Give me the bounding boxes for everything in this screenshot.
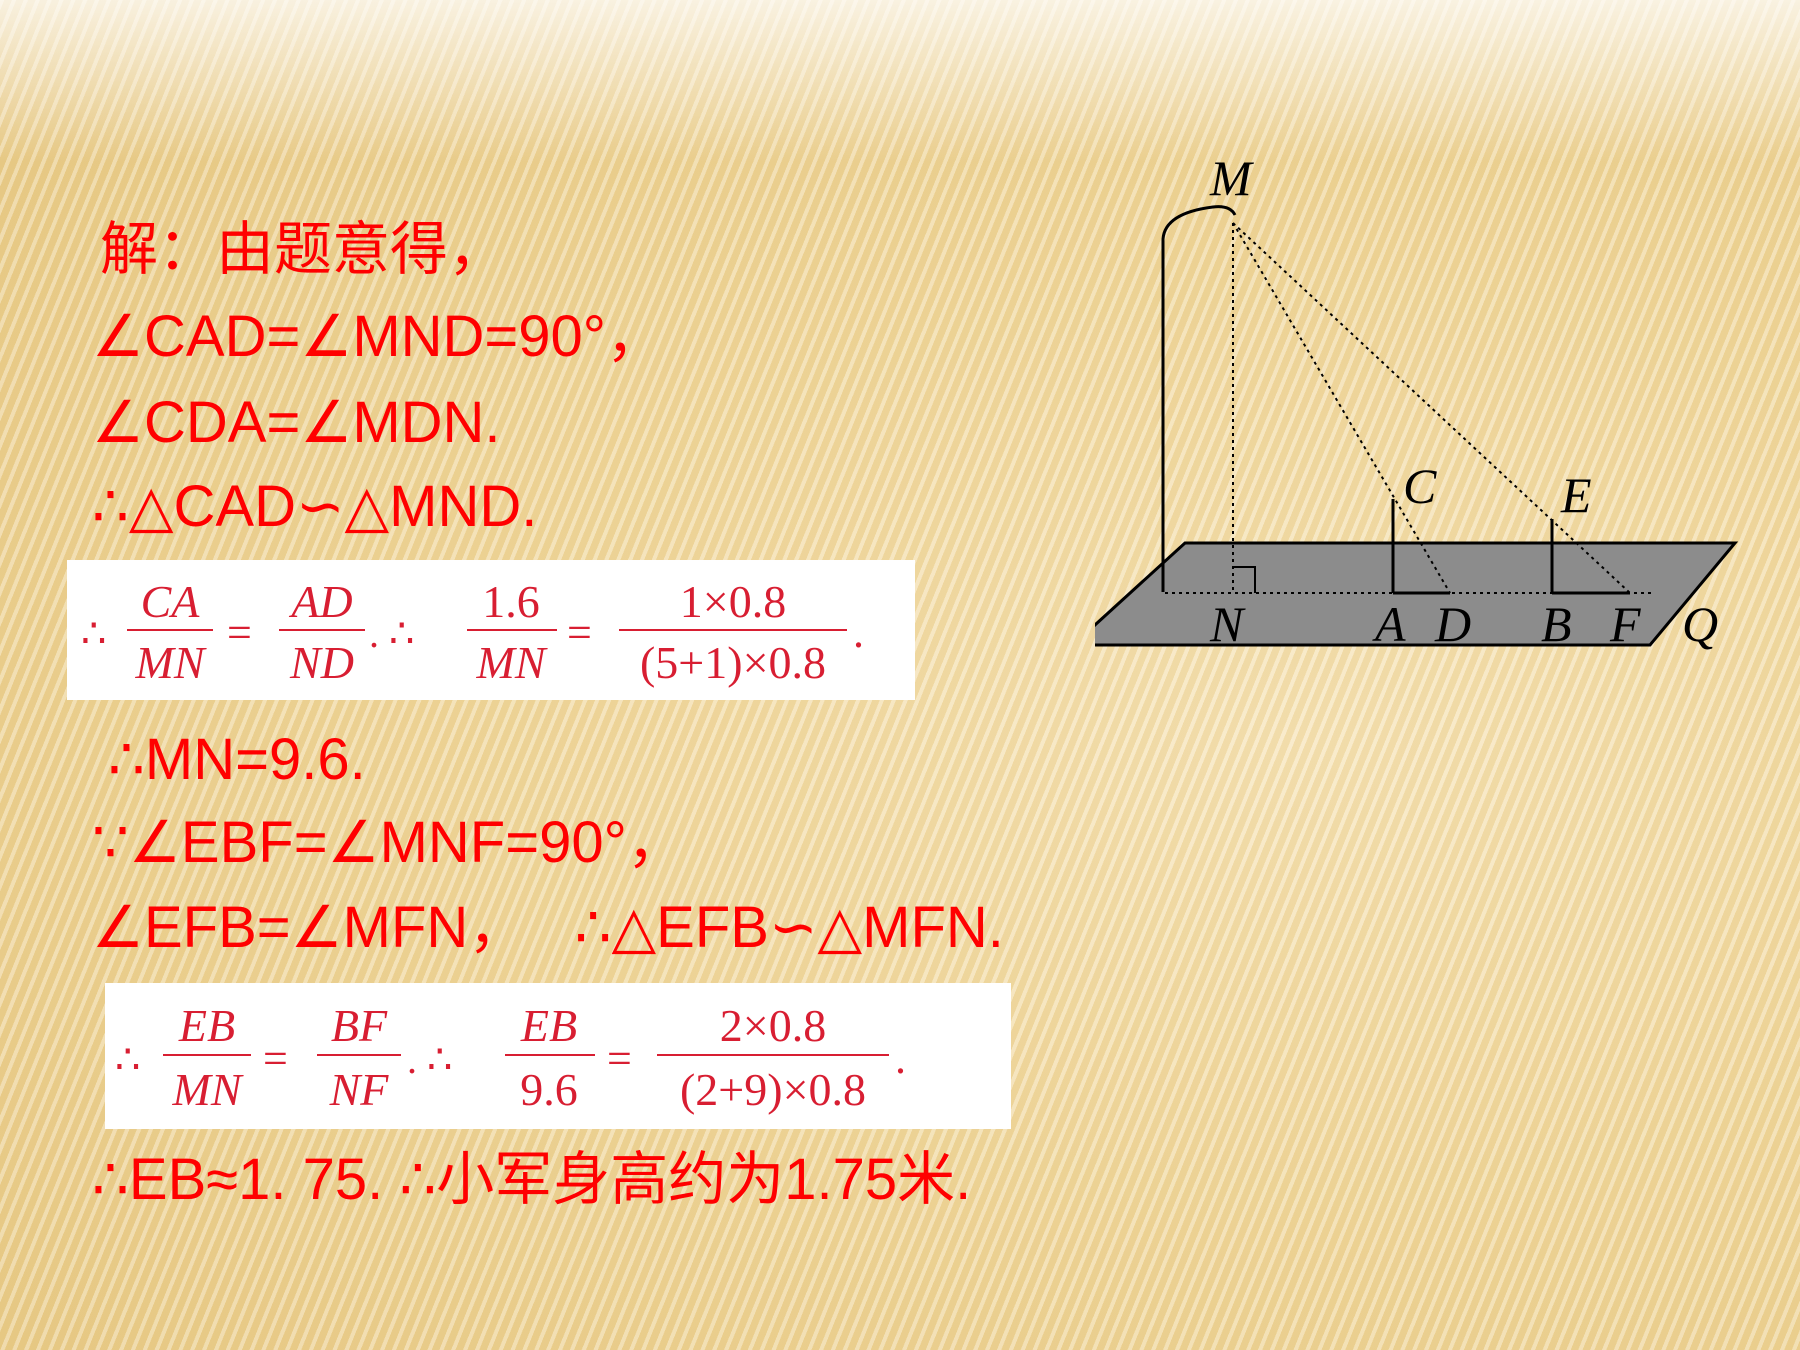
formula2-eq2: = [607,1034,632,1083]
solution-line-6: ∵∠EBF=∠MNF=90°， [92,810,685,875]
formula1-frac3-den: MN [476,637,548,688]
solution-line-4: ∴△CAD∽△MND. [92,474,538,539]
label-q: Q [1682,596,1718,652]
formula-box-2: ∴ EB MN = BF NF . ∴ EB 9.6 = 2×0.8 (2+9)… [105,983,1011,1129]
lamp-post [1161,205,1237,592]
formula1-sep: . ∴ [369,611,414,656]
solution-line-8: ∴EB≈1. 75. ∴小军身高约为1.75米. [92,1147,972,1212]
formula1-eq2: = [567,608,592,657]
formula2-frac1-num: EB [178,1000,235,1051]
formula2-frac4-den: (2+9)×0.8 [680,1064,866,1115]
formula1-frac3-num: 1.6 [482,576,540,627]
label-b: B [1541,596,1572,652]
formula2-frac4-num: 2×0.8 [720,1000,826,1051]
formula-box-1: ∴ CA MN = AD ND . ∴ 1.6 MN = 1×0.8 (5+1)… [67,560,915,700]
label-a: A [1372,596,1406,652]
formula1-frac2-den: ND [289,637,354,688]
label-e: E [1560,467,1592,523]
label-d: D [1434,596,1471,652]
formula1-therefore: ∴ [81,611,106,656]
right-angle-mark [1233,566,1256,593]
formula2-sep: . ∴ [407,1037,452,1082]
label-n: N [1209,596,1246,652]
formula2-therefore: ∴ [115,1037,140,1082]
segment-md [1232,222,1451,594]
formula1-frac1-num: CA [141,576,201,627]
solution-line-7: ∠EFB=∠MFN， ∴△EFB∽△MFN. [92,895,1004,960]
label-f: F [1609,596,1641,652]
formula2-frac1-den: MN [172,1064,244,1115]
formula1-eq1: = [227,608,252,657]
solution-line-1: 解：由题意得， [100,217,507,282]
geometry-diagram: M C E N A D B F Q [1095,150,1739,652]
label-m: M [1209,150,1254,206]
formula1-frac2-num: AD [288,576,352,627]
formula1-frac4-num: 1×0.8 [680,576,786,627]
formula2-end: . [895,1034,906,1083]
solution-line-3: ∠CDA=∠MDN. [92,390,501,455]
segment-mf [1232,222,1631,594]
formula1-frac4-den: (5+1)×0.8 [640,637,826,688]
solution-line-5: ∴MN=9.6. [108,727,366,792]
label-c: C [1403,458,1437,514]
formula2-frac2-num: BF [331,1000,388,1051]
formula2-eq1: = [263,1034,288,1083]
formula2-frac2-den: NF [329,1064,390,1115]
formula2-frac3-den: 9.6 [520,1064,578,1115]
formula1-end: . [853,608,864,657]
solution-line-2: ∠CAD=∠MND=90°， [92,304,664,369]
formula2-frac3-num: EB [520,1000,577,1051]
formula1-frac1-den: MN [135,637,207,688]
